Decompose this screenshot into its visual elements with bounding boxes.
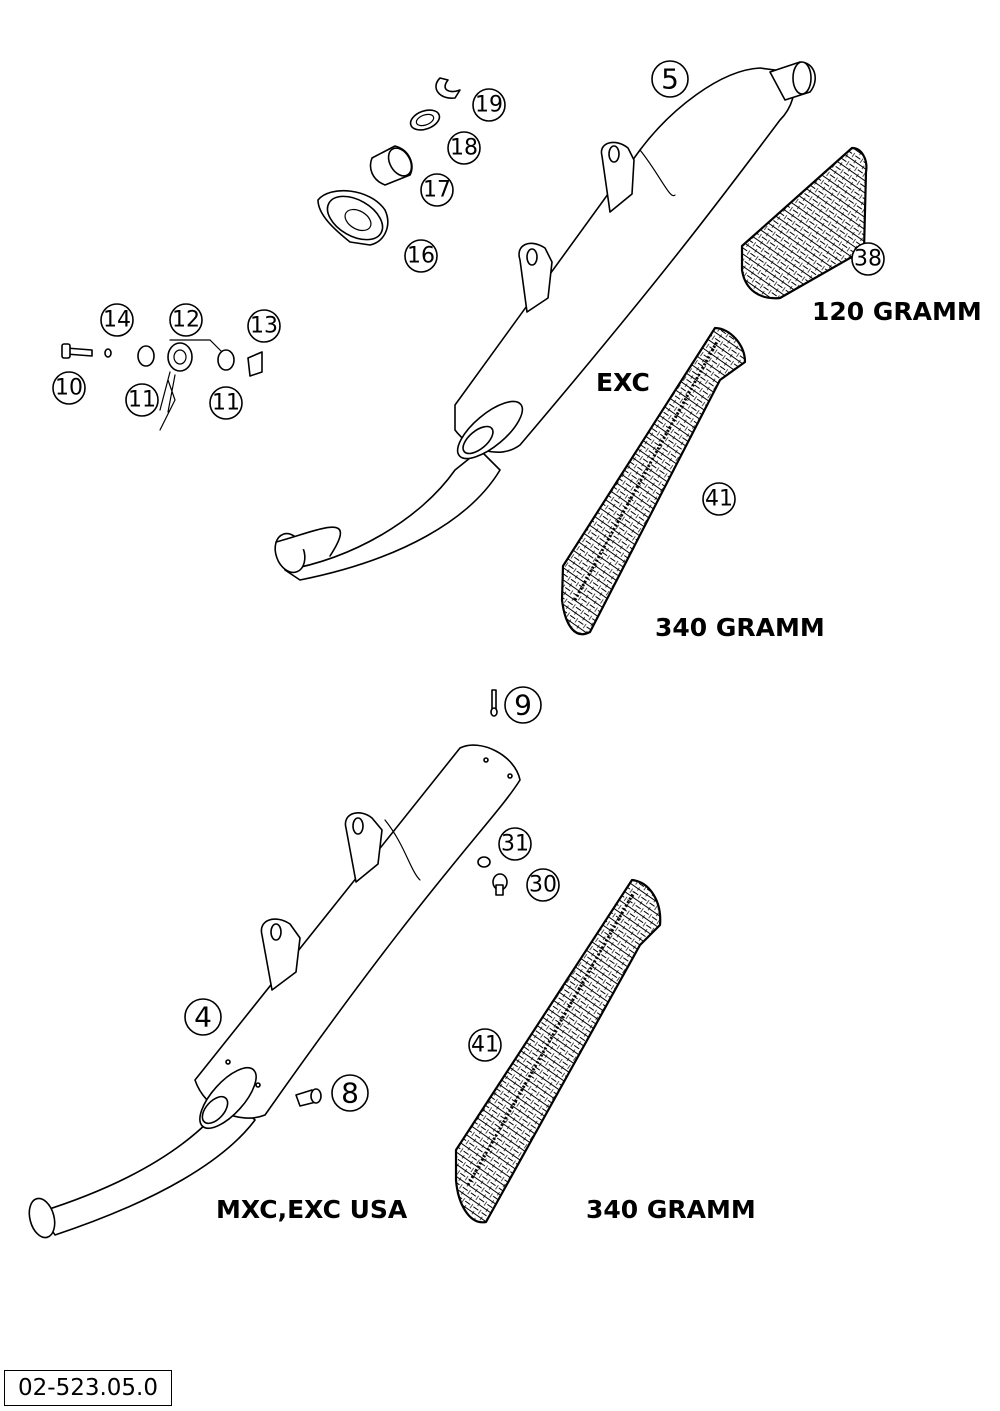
wool-packing-38 (740, 146, 868, 300)
callout-17: 17 (420, 173, 454, 207)
callout-10: 10 (52, 371, 86, 405)
callout-label: 18 (450, 136, 478, 161)
callout-label: 11 (212, 391, 240, 416)
callout-11-left: 11 (125, 383, 159, 417)
callout-18: 18 (447, 131, 481, 165)
callout-5: 5 (651, 60, 689, 98)
callout-label: 8 (341, 1077, 359, 1110)
callout-label: 41 (471, 1033, 499, 1058)
callout-30: 30 (526, 868, 560, 902)
label-weight-120: 120 GRAMM (812, 297, 982, 326)
callout-label: 5 (661, 63, 679, 96)
callout-label: 9 (514, 689, 532, 722)
callout-label: 4 (194, 1001, 212, 1034)
callout-13: 13 (247, 309, 281, 343)
callout-41-bottom: 41 (468, 1028, 502, 1062)
silencer-exc (274, 61, 816, 581)
label-weight-340-bottom: 340 GRAMM (586, 1195, 756, 1224)
callout-label: 12 (172, 308, 200, 333)
label-weight-340-top: 340 GRAMM (655, 613, 825, 642)
callout-31: 31 (498, 827, 532, 861)
callout-41-top: 41 (702, 482, 736, 516)
wool-packing-41-bottom (454, 878, 662, 1224)
callout-label: 13 (250, 314, 278, 339)
callout-16: 16 (404, 239, 438, 273)
callout-label: 30 (529, 873, 557, 898)
callout-12: 12 (169, 303, 203, 337)
mounting-hardware-group (61, 339, 263, 431)
label-variant-bottom: MXC,EXC USA (216, 1195, 408, 1224)
callout-14: 14 (100, 303, 134, 337)
callout-label: 14 (103, 308, 131, 333)
callout-label: 38 (854, 247, 882, 272)
callout-label: 11 (128, 388, 156, 413)
callout-19: 19 (472, 88, 506, 122)
damper-cone-group (317, 77, 461, 246)
callout-4: 4 (184, 998, 222, 1036)
label-exc: EXC (596, 368, 650, 397)
callout-label: 17 (423, 178, 451, 203)
callout-label: 31 (501, 832, 529, 857)
callout-38: 38 (851, 242, 885, 276)
callout-label: 19 (475, 93, 503, 118)
callout-8: 8 (331, 1074, 369, 1112)
wool-packing-41-top (560, 326, 747, 636)
callout-11-right: 11 (209, 386, 243, 420)
callout-label: 16 (407, 244, 435, 269)
callout-9: 9 (504, 686, 542, 724)
callout-label: 10 (55, 376, 83, 401)
callout-label: 41 (705, 487, 733, 512)
small-bolts-group (295, 689, 508, 1107)
drawing-number: 02-523.05.0 (4, 1370, 172, 1406)
silencer-mxc (28, 744, 521, 1239)
